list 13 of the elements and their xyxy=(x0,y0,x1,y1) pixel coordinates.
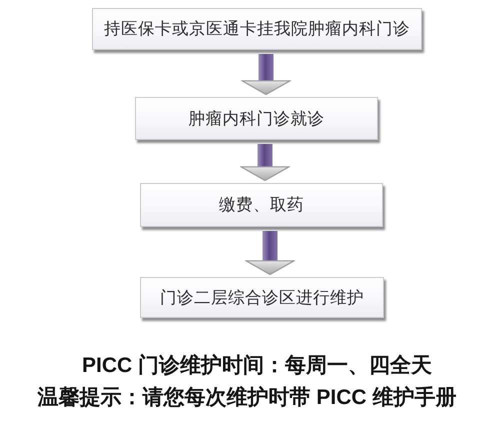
process-box xyxy=(135,97,378,140)
note-text: PICC 门诊维护时间：每周一、四全天 xyxy=(82,352,432,379)
arrow xyxy=(241,54,291,96)
note-text: 温馨提示：请您每次维护时带 PICC 维护手册 xyxy=(38,384,456,411)
step-text: 门诊二层综合诊区进行维护 xyxy=(160,286,364,308)
arrow xyxy=(245,231,295,276)
process-box xyxy=(140,277,384,318)
process-box xyxy=(92,8,422,50)
step-text: 肿瘤内科门诊就诊 xyxy=(188,108,324,130)
step-text: 持医保卡或京医通卡挂我院肿瘤内科门诊 xyxy=(104,18,410,40)
process-box xyxy=(140,183,383,227)
arrow xyxy=(240,144,290,182)
step-text: 缴费、取药 xyxy=(219,194,304,216)
